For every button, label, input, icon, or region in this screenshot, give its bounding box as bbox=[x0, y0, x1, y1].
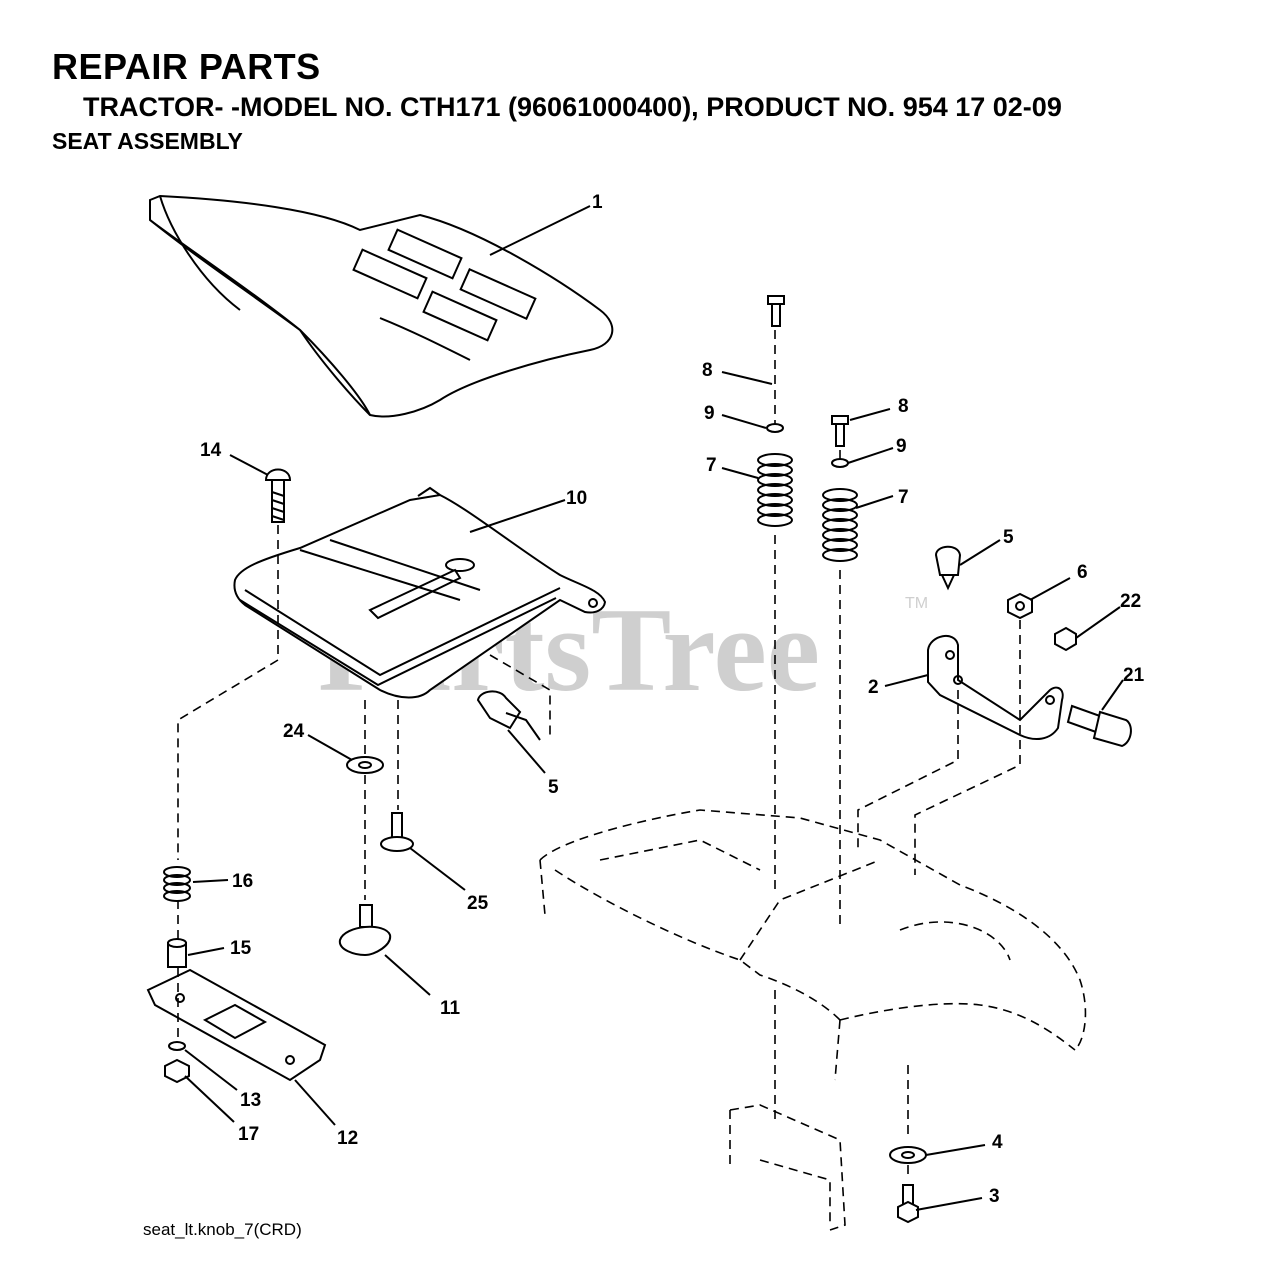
plate-part bbox=[146, 968, 327, 1082]
assembly-lines bbox=[177, 330, 1021, 1180]
callout-7-left: 7 bbox=[706, 455, 717, 476]
callout-11: 11 bbox=[440, 998, 461, 1019]
callout-2: 2 bbox=[868, 677, 879, 698]
callout-12: 12 bbox=[337, 1128, 358, 1149]
knob-part bbox=[338, 904, 392, 957]
callout-8-right: 8 bbox=[898, 396, 909, 417]
callout-3: 3 bbox=[989, 1186, 1000, 1207]
bracket-part bbox=[927, 635, 1064, 741]
shoulder-bolt-part bbox=[1066, 704, 1132, 748]
callout-9-right: 9 bbox=[896, 436, 907, 457]
callout-25: 25 bbox=[467, 893, 489, 914]
callout-5-left: 5 bbox=[548, 777, 559, 798]
callout-13: 13 bbox=[240, 1090, 261, 1111]
callout-15: 15 bbox=[230, 938, 252, 959]
spring-stack-left bbox=[757, 295, 793, 527]
watermark-tm: TM bbox=[905, 595, 928, 612]
callout-1: 1 bbox=[592, 192, 603, 213]
callout-5-right: 5 bbox=[1003, 527, 1014, 548]
section-title: SEAT ASSEMBLY bbox=[52, 128, 243, 154]
callout-24: 24 bbox=[283, 721, 305, 742]
callout-9-left: 9 bbox=[704, 403, 715, 424]
nut-parts bbox=[1007, 592, 1077, 652]
callout-14: 14 bbox=[200, 440, 222, 461]
callout-4: 4 bbox=[992, 1132, 1003, 1153]
callout-7-right: 7 bbox=[898, 487, 909, 508]
callout-8-left: 8 bbox=[702, 360, 713, 381]
washer-bolt-parts bbox=[346, 756, 414, 852]
fender-outline bbox=[539, 809, 1087, 1231]
spring-stack-right bbox=[822, 415, 858, 562]
seat-pan-part bbox=[233, 486, 607, 699]
callout-6: 6 bbox=[1077, 562, 1088, 583]
callout-22: 22 bbox=[1120, 591, 1141, 612]
carriage-bolt-part bbox=[264, 468, 292, 523]
callout-21: 21 bbox=[1123, 665, 1145, 686]
callout-10: 10 bbox=[566, 488, 587, 509]
small-hardware-parts bbox=[163, 866, 191, 1084]
lower-washer-bolt bbox=[889, 1146, 927, 1224]
model-subtitle: TRACTOR- -MODEL NO. CTH171 (96061000400)… bbox=[83, 92, 1062, 122]
clip-part-right bbox=[934, 545, 962, 591]
page-title: REPAIR PARTS bbox=[52, 46, 321, 87]
clip-part-left bbox=[476, 690, 541, 741]
drawing-id: seat_lt.knob_7(CRD) bbox=[143, 1220, 302, 1239]
leader-lines bbox=[184, 205, 1124, 1211]
callouts: 1 2 3 4 5 5 6 7 7 8 8 9 9 10 11 12 13 14… bbox=[200, 192, 1145, 1207]
callout-16: 16 bbox=[232, 871, 253, 892]
callout-17: 17 bbox=[238, 1124, 259, 1145]
